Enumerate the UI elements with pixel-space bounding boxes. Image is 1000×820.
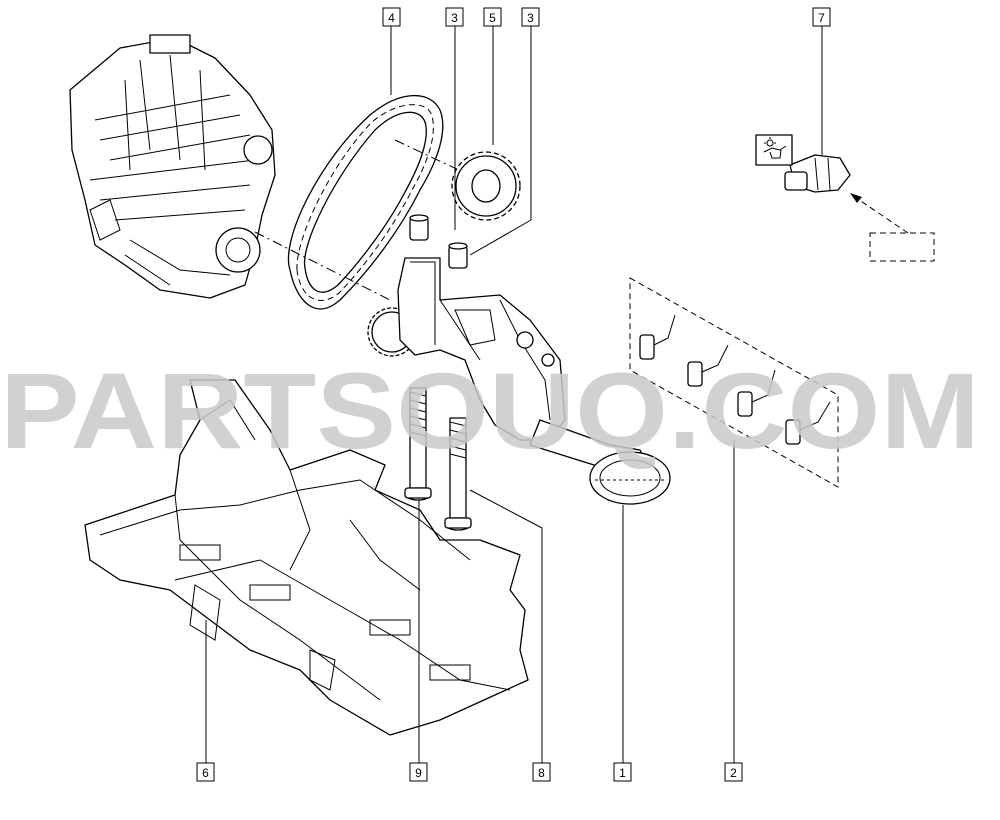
callout-label: 3 [451, 11, 458, 25]
engine-assembly-icon [69, 34, 276, 299]
oil-pump [367, 257, 671, 505]
callout-6[interactable]: 6 [196, 762, 215, 782]
watermark: PARTSOUQ.COM [0, 350, 980, 471]
callout-label: 8 [538, 766, 545, 780]
callout-label: 4 [388, 11, 395, 25]
callout-1[interactable]: 1 [613, 762, 632, 782]
callout-9[interactable]: 9 [409, 762, 428, 782]
callout-3[interactable]: 3 [445, 7, 464, 27]
oil-jet-pipes [629, 277, 839, 488]
callout-label: 7 [818, 11, 825, 25]
dowel-pin [409, 214, 429, 241]
callout-label: 1 [619, 766, 626, 780]
oil-baffle-plate [84, 379, 529, 736]
callout-4[interactable]: 4 [382, 7, 401, 27]
bolt-short [444, 417, 472, 531]
bolt-long [404, 387, 432, 501]
oil-pressure-switch [784, 154, 851, 193]
timing-chain [287, 94, 444, 310]
callout-label: 3 [527, 11, 534, 25]
dowel-pin [448, 242, 468, 269]
callout-label: 9 [415, 766, 422, 780]
oil-pressure-warning-icon [755, 134, 793, 166]
callout-label: 5 [489, 11, 496, 25]
oil-pump-sprocket [451, 151, 521, 221]
callout-8[interactable]: 8 [532, 762, 551, 782]
callout-2[interactable]: 2 [724, 762, 743, 782]
callout-label: 6 [202, 766, 209, 780]
callout-7[interactable]: 7 [812, 7, 831, 27]
callout-3[interactable]: 3 [521, 7, 540, 27]
callout-label: 2 [730, 766, 737, 780]
callout-5[interactable]: 5 [483, 7, 502, 27]
leader-lines [205, 26, 823, 763]
